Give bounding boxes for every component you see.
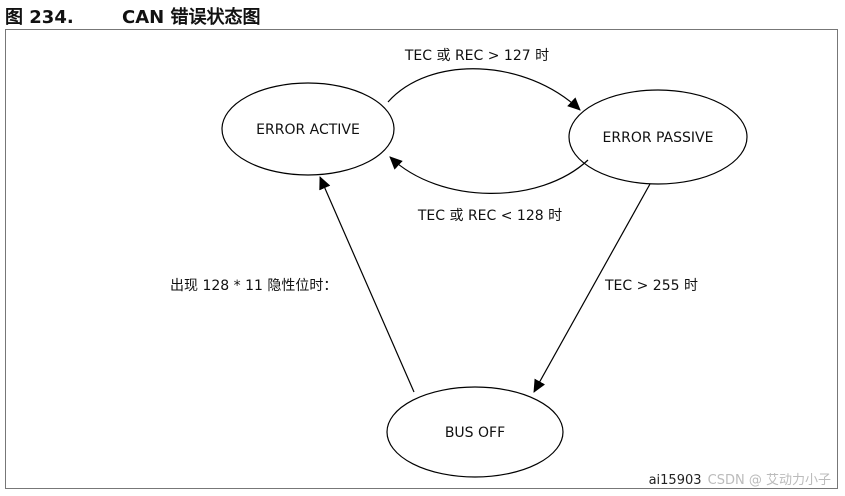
label-passive-to-active: TEC 或 REC < 128 时 [417, 208, 562, 224]
node-error-active: ERROR ACTIVE [221, 82, 395, 176]
node-error-active-label: ERROR ACTIVE [256, 122, 360, 138]
node-error-passive: ERROR PASSIVE [568, 89, 748, 185]
node-error-passive-label: ERROR PASSIVE [603, 130, 714, 146]
figure-title: CAN 错误状态图 [122, 7, 261, 28]
figure-reference-code: ai15903 [648, 473, 702, 488]
edge-active-to-passive [387, 68, 581, 111]
watermark: CSDN @ 艾动力小子 [707, 473, 831, 488]
label-passive-to-busoff: TEC > 255 时 [604, 278, 698, 294]
figure-number: 图 234. [5, 7, 74, 28]
figure-footer: ai15903 CSDN @ 艾动力小子 [649, 469, 831, 488]
node-bus-off: BUS OFF [386, 386, 564, 478]
edge-busoff-to-active [319, 176, 415, 393]
diagram-frame [5, 29, 838, 489]
node-bus-off-label: BUS OFF [445, 425, 505, 441]
edge-passive-to-active [389, 156, 589, 194]
edge-passive-to-busoff [533, 183, 651, 393]
label-active-to-passive: TEC 或 REC > 127 时 [404, 48, 549, 64]
label-busoff-to-active: 出现 128 * 11 隐性位时： [170, 278, 337, 294]
